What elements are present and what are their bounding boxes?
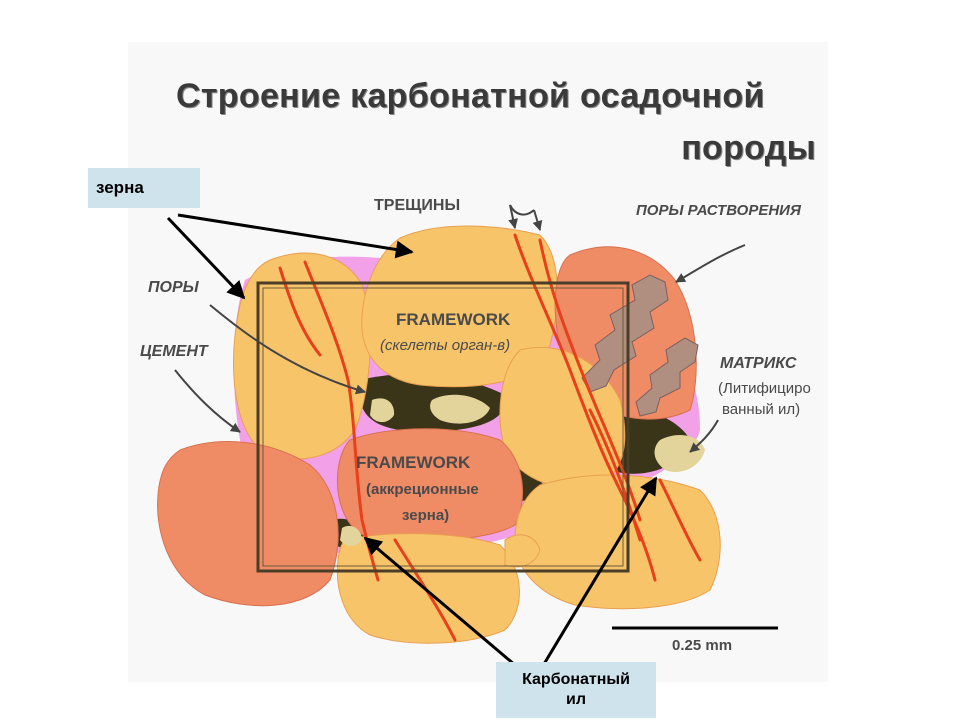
dissolution-pore-2 bbox=[635, 337, 699, 417]
grains-label-box: зерна bbox=[88, 168, 200, 208]
label-matrix-sub2: ванный ил) bbox=[722, 401, 800, 418]
grain-bottom-middle bbox=[336, 533, 520, 644]
label-cement: ЦЕМЕНТ bbox=[140, 343, 209, 360]
pore-4 bbox=[340, 525, 362, 546]
grain-bottom-small bbox=[504, 534, 541, 568]
label-cracks: ТРЕЩИНЫ bbox=[374, 197, 460, 214]
label-framework-2-sub2: зерна) bbox=[402, 507, 449, 524]
label-pores: ПОРЫ bbox=[148, 279, 200, 296]
pore-1 bbox=[430, 394, 490, 424]
pore-3 bbox=[654, 435, 705, 472]
pointer-arrows bbox=[174, 204, 746, 453]
label-framework-1: FRAMEWORK bbox=[396, 310, 511, 329]
slide-title: Строение карбонатной осадочной породы bbox=[176, 70, 820, 174]
label-dissolution-pores: ПОРЫ РАСТВОРЕНИЯ bbox=[636, 202, 802, 219]
label-framework-1-sub: (скелеты орган-в) bbox=[380, 337, 510, 354]
carbonate-mud-label-box: Карбонатный ил bbox=[496, 662, 656, 718]
carbonate-mud-line-2: ил bbox=[566, 691, 586, 708]
black-arrows bbox=[166, 213, 658, 678]
framework-frame bbox=[256, 281, 630, 573]
title-line-2: породы bbox=[681, 129, 816, 167]
grain-framework-accretionary bbox=[336, 428, 524, 542]
title-line-1: Строение карбонатной осадочной bbox=[176, 77, 765, 115]
label-framework-2: FRAMEWORK bbox=[356, 453, 471, 472]
label-matrix: МАТРИКС bbox=[720, 355, 797, 372]
grain-salmon-bottom-left bbox=[157, 441, 339, 607]
label-framework-2-sub1: (аккреционные bbox=[366, 481, 479, 498]
dissolution-pore-1 bbox=[581, 274, 669, 393]
scale-label: 0.25 mm bbox=[672, 637, 732, 654]
label-matrix-sub1: (Литифициро bbox=[718, 380, 811, 397]
grain-left-upper bbox=[233, 252, 371, 460]
carbonate-mud-line-1: Карбонатный bbox=[522, 671, 630, 688]
pore-2 bbox=[370, 398, 395, 423]
